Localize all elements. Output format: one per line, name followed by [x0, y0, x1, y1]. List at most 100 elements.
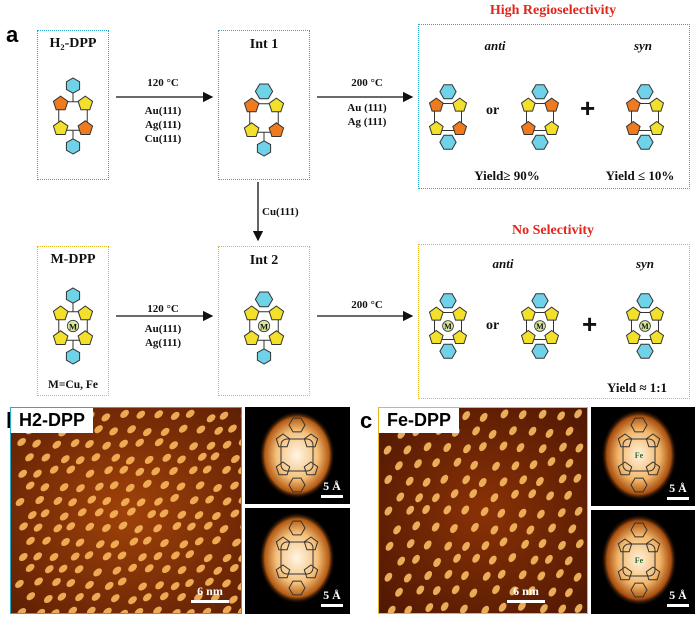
h2-dpp-molecule-spot-34	[135, 438, 145, 447]
h2-dpp-molecule-spot-76	[160, 480, 170, 490]
h2-dpp-molecule-spot-144	[171, 551, 180, 560]
row1-plus-sign: +	[580, 93, 596, 123]
fe-dpp-zoom-bottom-svg: Fe	[601, 514, 677, 606]
fe-dpp-molecule-spot-7	[518, 410, 527, 420]
fe-dpp-molecule-spot-85	[406, 539, 415, 549]
h2-dpp-molecule-spot-87	[120, 498, 130, 507]
h2-dpp-molecule-spot-161	[229, 563, 239, 573]
h2-dpp-zoom-top-skeleton-top-ring	[288, 417, 306, 433]
h2-dpp-molecule-spot-141	[117, 551, 127, 560]
row1-cond2: 200 °C	[351, 77, 383, 89]
h2-dpp-molecule-spot-98	[77, 508, 87, 517]
h2-dpp-molecule-spot-79	[213, 483, 222, 493]
h2-dpp-molecule-spot-157	[161, 564, 171, 574]
h2-dpp-stm-label: H2-DPP	[11, 408, 94, 433]
h2-dpp-molecule-spot-66	[222, 465, 231, 474]
fe-dpp-stm-image: Fe-DPP 6 nm	[378, 407, 588, 614]
fe-dpp-molecule-spot-86	[423, 540, 432, 550]
fe-dpp-molecule-spot-10	[574, 409, 582, 419]
fe-dpp-molecule-spot-67	[461, 505, 470, 515]
h2-dpp-molecule-spot-120	[219, 525, 229, 534]
h2-dpp-molecule-spot-42	[41, 453, 51, 462]
h2-dpp-molecule-spot-149	[25, 563, 35, 572]
h2-dpp-molecule-spot-102	[147, 510, 157, 519]
panel-letter-c: c	[360, 408, 373, 433]
h2-dpp-molecule-spot-33	[119, 439, 128, 448]
fe-dpp-stm-svg	[379, 408, 587, 613]
h2-dpp-molecule-spot-169	[138, 582, 147, 591]
h2-dpp-molecule-spot-129	[142, 536, 152, 545]
fe-dpp-molecule-spot-134	[540, 604, 548, 613]
h2-dpp-molecule-spot-97	[59, 512, 69, 521]
fe-dpp-zoom-top-skeleton-pentagon-0	[617, 433, 633, 448]
fe-dpp-molecule-spot-98	[453, 553, 461, 563]
h2-dpp-molecule-spot-133	[212, 536, 221, 545]
h2-dpp-zoom-top: 5 Å	[245, 407, 350, 504]
h2-dpp-zoom-top-bar	[321, 495, 343, 498]
h2-dpp-molecule-spot-135	[18, 552, 28, 562]
h2-dpp-molecule-spot-192	[68, 606, 78, 613]
fe-dpp-molecule-spot-71	[537, 509, 545, 519]
row1-or-label: or	[486, 103, 500, 118]
fe-dpp-molecule-spot-17	[509, 426, 517, 436]
h2-dpp-molecule-spot-25	[214, 426, 224, 435]
fe-dpp-molecule-spot-26	[479, 442, 487, 452]
h2-dpp-molecule-spot-106	[212, 511, 221, 521]
h2-dpp-molecule-spot-143	[153, 552, 163, 561]
fe-dpp-molecule-spot-119	[451, 585, 460, 595]
h2-dpp-molecule-spot-28	[32, 439, 41, 448]
fe-dpp-zoom-top-skeleton-metal: Fe	[635, 451, 644, 460]
h2-dpp-molecule-spot-126	[95, 540, 105, 549]
h2-dpp-molecule-spot-180	[91, 592, 101, 601]
h2-dpp-molecule-spot-123	[42, 536, 51, 545]
fe-dpp-molecule-spot-49	[519, 475, 528, 485]
h2-dpp-molecule-spot-183	[142, 593, 152, 602]
fe-dpp-molecule-spot-44	[422, 477, 431, 487]
h2-dpp-molecule-spot-51	[197, 452, 207, 461]
int2-title: Int 2	[249, 253, 279, 268]
fe-dpp-molecule-spot-109	[461, 571, 469, 581]
h2-dpp-molecule-spot-48	[144, 455, 154, 464]
h2-dpp-title: H₂-DPP	[49, 36, 97, 51]
fe-dpp-molecule-spot-94	[575, 539, 584, 549]
fe-dpp-zoom-bottom-skeleton-metal: Fe	[635, 556, 644, 565]
h2-dpp-molecule-spot-193	[86, 606, 96, 613]
fe-dpp-molecule-spot-72	[557, 508, 566, 518]
h2-dpp-zoom-bottom-skeleton-pentagon-1	[303, 536, 319, 551]
h2-dpp-molecule-spot-172	[185, 578, 194, 588]
row1-yield-syn: Yield ≤ 10%	[605, 168, 675, 183]
fe-dpp-molecule-spot-56	[450, 489, 459, 499]
row2-syn-label: syn	[635, 256, 655, 271]
h2-dpp-molecule-spot-137	[49, 552, 59, 562]
row1-cond1: 120 °C	[147, 77, 179, 89]
h2-dpp-molecule-spot-55	[33, 469, 42, 478]
fe-dpp-molecule-spot-63	[384, 506, 393, 516]
fe-dpp-zoom-top-skeleton-macrocycle	[622, 438, 656, 472]
fe-dpp-molecule-spot-129	[440, 602, 449, 612]
fe-dpp-zoom-top-skeleton-pentagon-2	[617, 461, 633, 476]
products-row2-box	[418, 244, 690, 399]
fe-dpp-zoom-bottom-scale: 5 Å	[669, 588, 687, 602]
h2-dpp-molecule-spot-86	[102, 496, 112, 506]
h2-dpp-molecule-spot-81	[15, 497, 25, 507]
h2-dpp-molecule-spot-61	[135, 467, 145, 476]
fe-dpp-molecule-spot-16	[488, 429, 497, 439]
h2-dpp-molecule-spot-191	[50, 609, 60, 613]
fe-dpp-molecule-spot-38	[511, 461, 520, 471]
h2-dpp-molecule-spot-71	[76, 484, 85, 493]
h2-dpp-molecule-spot-145	[185, 550, 195, 559]
fe-dpp-molecule-spot-20	[565, 426, 574, 436]
h2-dpp-zoom-bottom-skeleton-pentagon-0	[275, 536, 291, 551]
fe-dpp-molecule-spot-36	[470, 460, 478, 470]
h2-dpp-molecule-spot-127	[110, 540, 120, 549]
fe-dpp-molecule-spot-27	[499, 441, 508, 451]
h2-dpp-molecule-spot-10	[185, 409, 195, 418]
h2-dpp-molecule-spot-50	[177, 455, 186, 464]
h2-dpp-molecule-spot-82	[35, 495, 45, 505]
fe-dpp-molecule-spot-80	[509, 523, 518, 533]
fe-dpp-molecule-spot-102	[530, 555, 539, 565]
fe-dpp-molecule-spot-57	[469, 489, 478, 499]
fe-dpp-molecule-spot-136	[574, 603, 583, 613]
h2-dpp-molecule-spot-18	[94, 425, 103, 434]
fe-dpp-molecule-spot-116	[395, 587, 403, 597]
